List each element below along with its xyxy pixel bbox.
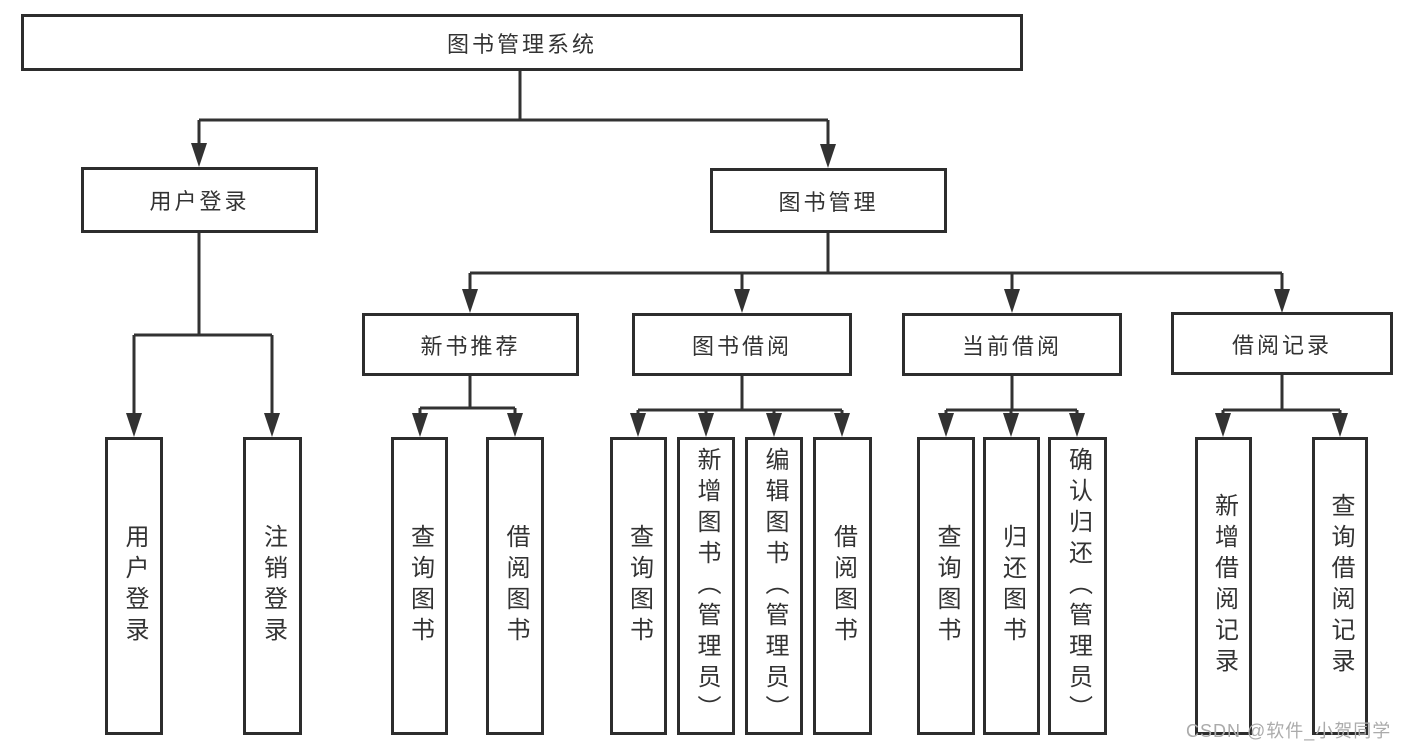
- leaf-label: 编辑图书（管理员）: [761, 446, 788, 726]
- leaf-label: 借阅图书: [502, 524, 529, 648]
- leaf-add-borrow-record: 新增借阅记录: [1195, 437, 1252, 735]
- leaf-label: 新增借阅记录: [1210, 493, 1238, 679]
- leaf-label: 确认归还（管理员）: [1064, 446, 1092, 726]
- leaf-label: 新增图书（管理员）: [693, 446, 720, 726]
- node-book-borrowing: 图书借阅: [632, 313, 852, 376]
- leaf-query-books-recommend: 查询图书: [391, 437, 448, 735]
- leaf-confirm-return-admin: 确认归还（管理员）: [1048, 437, 1107, 735]
- csdn-watermark: CSDN @软件_小贺同学: [1186, 721, 1392, 741]
- node-library-system: 图书管理系统: [21, 14, 1023, 71]
- leaf-add-book-admin: 新增图书（管理员）: [677, 437, 735, 735]
- leaf-query-borrow-record: 查询借阅记录: [1312, 437, 1368, 735]
- leaf-query-books-current: 查询图书: [917, 437, 975, 735]
- leaf-label: 查询图书: [933, 524, 960, 648]
- leaf-borrow-books: 借阅图书: [813, 437, 872, 735]
- leaf-label: 归还图书: [998, 524, 1026, 648]
- node-current-borrowing: 当前借阅: [902, 313, 1122, 376]
- leaf-label: 查询借阅记录: [1327, 493, 1354, 679]
- leaf-return-books: 归还图书: [983, 437, 1040, 735]
- node-borrowing-records: 借阅记录: [1171, 312, 1393, 375]
- leaf-label: 查询图书: [406, 524, 434, 648]
- node-user-login: 用户登录: [81, 167, 318, 233]
- node-new-book-recommend: 新书推荐: [362, 313, 579, 376]
- leaf-query-books-borrowing: 查询图书: [610, 437, 667, 735]
- leaf-label: 注销登录: [259, 524, 287, 648]
- leaf-logout: 注销登录: [243, 437, 302, 735]
- leaf-borrow-books-recommend: 借阅图书: [486, 437, 544, 735]
- leaf-label: 用户登录: [121, 524, 148, 648]
- leaf-label: 借阅图书: [829, 524, 857, 648]
- leaf-user-login: 用户登录: [105, 437, 163, 735]
- node-book-management: 图书管理: [710, 168, 947, 233]
- leaf-edit-book-admin: 编辑图书（管理员）: [745, 437, 803, 735]
- leaf-label: 查询图书: [625, 524, 653, 648]
